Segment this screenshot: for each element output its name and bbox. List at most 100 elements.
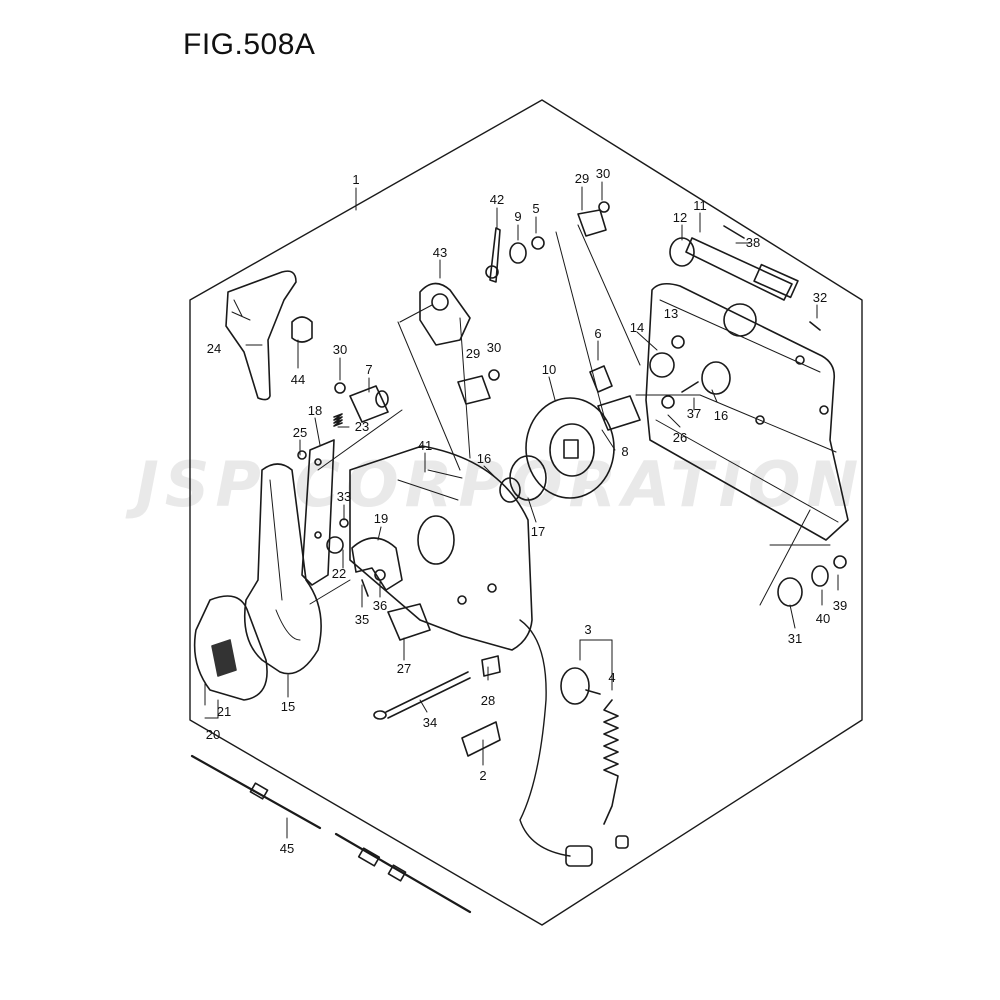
- callout-24: 24: [207, 341, 221, 356]
- base-plate: [645, 282, 849, 541]
- callout-41: 41: [418, 438, 432, 453]
- disc-part-10: [525, 397, 615, 499]
- bolt-part-34: [373, 671, 471, 720]
- callout-39: 39: [833, 598, 847, 613]
- callout-30a: 30: [596, 166, 610, 181]
- lever-part-15: [243, 463, 322, 675]
- clip-part-30: [334, 382, 346, 394]
- spring-part-23: [333, 413, 343, 427]
- callout-6: 6: [594, 326, 601, 341]
- figure-title: FIG.508A: [183, 28, 316, 61]
- callout-10: 10: [542, 362, 556, 377]
- plate-part-2: [461, 721, 501, 757]
- callout-9: 9: [514, 209, 521, 224]
- washer-part-22: [326, 536, 344, 554]
- callout-35: 35: [355, 612, 369, 627]
- callout-44: 44: [291, 372, 305, 387]
- wiring-harness: [519, 619, 571, 857]
- callout-36: 36: [373, 598, 387, 613]
- bolt-part-37: [681, 381, 699, 393]
- screw-part-32: [809, 321, 821, 331]
- callout-17: 17: [531, 524, 545, 539]
- part-8: [597, 395, 641, 431]
- cap-part-44: [291, 316, 313, 343]
- gear-part-19: [351, 537, 403, 591]
- callout-27: 27: [397, 661, 411, 676]
- callout-3: 3: [584, 622, 591, 637]
- callout-29a: 29: [575, 171, 589, 186]
- callout-25: 25: [293, 425, 307, 440]
- screw-part-25: [297, 450, 307, 460]
- callout-4: 4: [608, 670, 615, 685]
- callout-labels: 1 2 3 4 5 6 7 8 9 10 11 12 13 14 15 16 1…: [206, 166, 847, 856]
- lanyard-part-4: [603, 699, 619, 825]
- grip-part-24: [225, 270, 297, 401]
- callout-1: 1: [352, 172, 359, 187]
- cover-part-20: [193, 595, 268, 701]
- ring-part-16b: [701, 361, 731, 395]
- callout-30c: 30: [487, 340, 501, 355]
- screw-part-33: [339, 518, 349, 528]
- housing-part-41: [349, 445, 533, 651]
- block-part-29b: [457, 375, 491, 405]
- part-6: [589, 365, 613, 393]
- callout-15: 15: [281, 699, 295, 714]
- pin-part-7: [349, 385, 389, 423]
- washer-part-9: [509, 242, 527, 264]
- callout-11: 11: [693, 198, 707, 213]
- callout-7: 7: [365, 362, 372, 377]
- bolt-part-35: [361, 579, 369, 597]
- ring-part-12: [669, 237, 695, 267]
- callout-40: 40: [816, 611, 830, 626]
- callout-13: 13: [664, 306, 678, 321]
- washer-part-5: [531, 236, 545, 250]
- callout-18: 18: [308, 403, 322, 418]
- callout-29b: 29: [466, 346, 480, 361]
- callout-16b: 16: [714, 408, 728, 423]
- callout-45: 45: [280, 841, 294, 856]
- assembly-outline: [189, 99, 863, 926]
- callout-22: 22: [332, 566, 346, 581]
- callout-34: 34: [423, 715, 437, 730]
- callout-16a: 16: [477, 451, 491, 466]
- pin-part-42: [489, 227, 501, 283]
- badge-part-21: [211, 639, 237, 677]
- callout-2: 2: [479, 768, 486, 783]
- callout-19: 19: [374, 511, 388, 526]
- callout-43: 43: [433, 245, 447, 260]
- callout-5: 5: [532, 201, 539, 216]
- part-14: [649, 352, 675, 378]
- clip-part-30c: [598, 201, 610, 213]
- callout-12: 12: [673, 210, 687, 225]
- block-part-29: [577, 209, 607, 237]
- pin-part-38: [723, 225, 745, 239]
- callout-37: 37: [687, 406, 701, 421]
- nut-part-39: [833, 555, 847, 569]
- bracket-part-27: [387, 603, 431, 641]
- clip-part-30b: [488, 369, 500, 381]
- callout-8: 8: [621, 444, 628, 459]
- callout-20: 20: [206, 727, 220, 742]
- callout-26: 26: [673, 430, 687, 445]
- callout-30b: 30: [333, 342, 347, 357]
- callout-28: 28: [481, 693, 495, 708]
- connector: [565, 845, 593, 867]
- callout-32: 32: [813, 290, 827, 305]
- part-13: [671, 335, 685, 349]
- callout-23: 23: [355, 419, 369, 434]
- washer-part-36: [374, 569, 386, 581]
- callout-21: 21: [217, 704, 231, 719]
- callout-33: 33: [337, 489, 351, 504]
- washer-part-40: [811, 565, 829, 587]
- bar-part-11: [685, 237, 793, 301]
- ring-part-17: [509, 455, 547, 501]
- pad-part-31: [777, 577, 803, 607]
- cable-part-45: [190, 754, 472, 914]
- bracket-part-43: [419, 282, 471, 346]
- callout-31: 31: [788, 631, 802, 646]
- switch-part-3: [560, 667, 601, 705]
- watermark: JSP CORPORATION: [135, 448, 865, 521]
- part-26: [661, 395, 675, 409]
